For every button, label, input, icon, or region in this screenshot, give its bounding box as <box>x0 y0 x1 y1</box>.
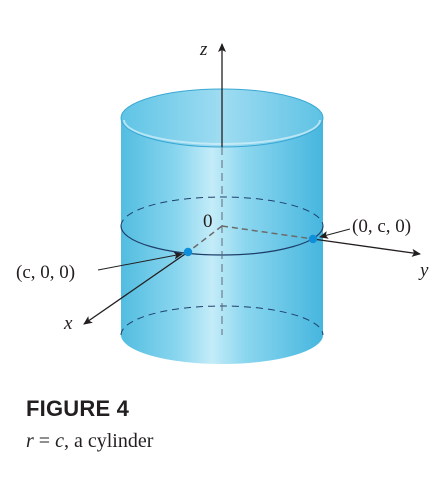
z-axis-label: z <box>199 39 208 60</box>
y-axis <box>312 238 421 257</box>
mid-ellipse-back <box>120 196 324 227</box>
figure-caption: r = c, a cylinder <box>26 430 153 453</box>
point-x-label: (c, 0, 0) <box>16 262 75 283</box>
y-axis-label: y <box>418 260 429 281</box>
caption-r: r <box>26 430 34 452</box>
cylinder-diagram: z x y 0 (c, 0, 0) (0, c, 0) <box>16 39 429 364</box>
caption-c: c <box>55 430 64 452</box>
y-axis-hidden <box>221 225 314 240</box>
x-axis-hidden <box>187 225 223 253</box>
point-y <box>308 234 318 244</box>
caption-rest: , a cylinder <box>63 430 154 452</box>
leader-y <box>319 228 351 239</box>
figure-heading: FIGURE 4 <box>26 396 130 421</box>
leader-x <box>97 251 183 271</box>
caption-eq: = <box>33 430 56 452</box>
x-axis <box>83 251 189 325</box>
point-y-label: (0, c, 0) <box>352 216 411 237</box>
origin-label: 0 <box>203 211 213 232</box>
x-axis-label: x <box>63 313 73 334</box>
point-x <box>183 247 193 257</box>
